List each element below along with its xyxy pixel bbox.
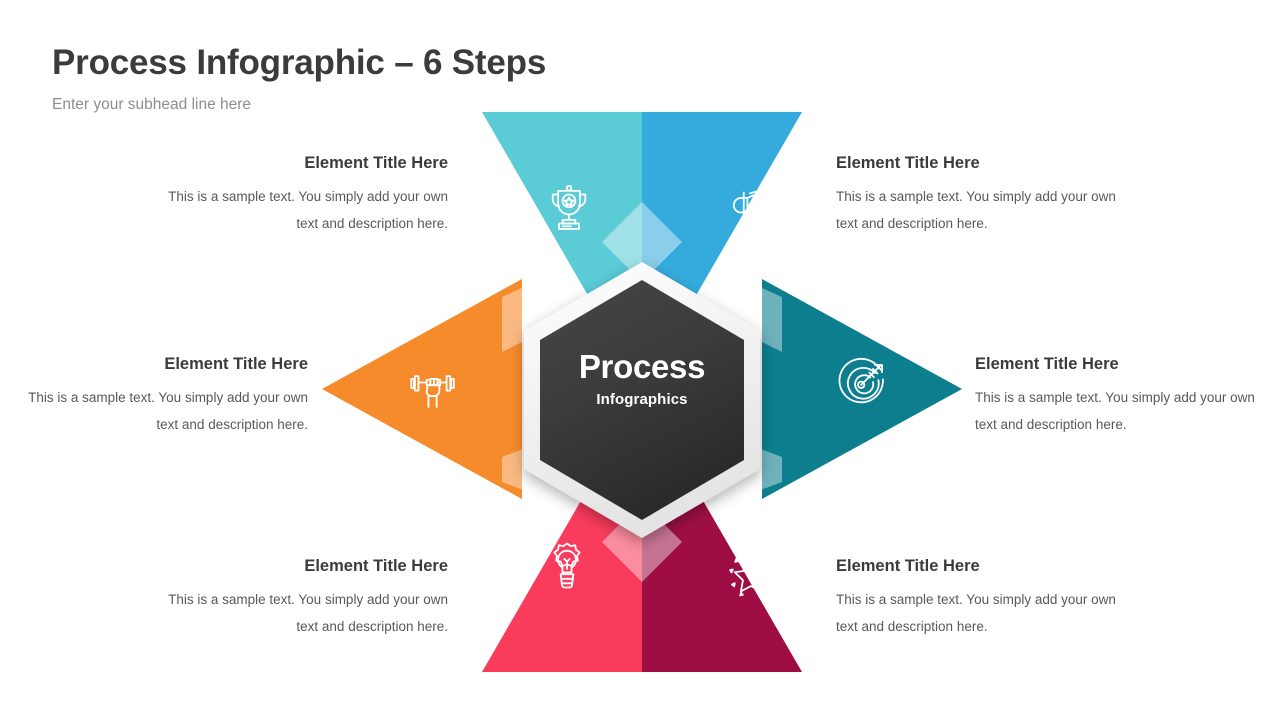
step-description: This is a sample text. You simply add yo… (975, 390, 1255, 432)
slide-header: Process Infographic – 6 Steps Enter your… (52, 40, 546, 114)
step-title: Element Title Here (975, 355, 1119, 373)
step-description: This is a sample text. You simply add yo… (836, 189, 1116, 231)
step-description: This is a sample text. You simply add yo… (836, 592, 1116, 634)
step-text-top-right: Element Title Here This is a sample text… (836, 152, 1136, 237)
step-text-bottom-right: Element Title Here This is a sample text… (836, 555, 1136, 640)
step-title: Element Title Here (164, 355, 308, 373)
step-text-top-left: Element Title Here This is a sample text… (148, 152, 448, 237)
step-title: Element Title Here (836, 154, 980, 172)
step-description: This is a sample text. You simply add yo… (168, 189, 448, 231)
triangle-middle-left[interactable] (322, 279, 522, 499)
step-text-middle-left: Element Title Here This is a sample text… (8, 353, 308, 438)
page-subhead: Enter your subhead line here (52, 96, 252, 113)
triangle-middle-right[interactable] (762, 279, 962, 499)
step-text-middle-right: Element Title Here This is a sample text… (975, 353, 1275, 438)
page-title: Process Infographic – 6 Steps (52, 43, 547, 82)
step-text-bottom-left: Element Title Here This is a sample text… (148, 555, 448, 640)
step-title: Element Title Here (304, 154, 448, 172)
step-description: This is a sample text. You simply add yo… (28, 390, 308, 432)
center-hexagon-core[interactable] (540, 280, 744, 520)
overlap-top (602, 202, 682, 282)
step-title: Element Title Here (304, 557, 448, 575)
step-title: Element Title Here (836, 557, 980, 575)
step-description: This is a sample text. You simply add yo… (168, 592, 448, 634)
